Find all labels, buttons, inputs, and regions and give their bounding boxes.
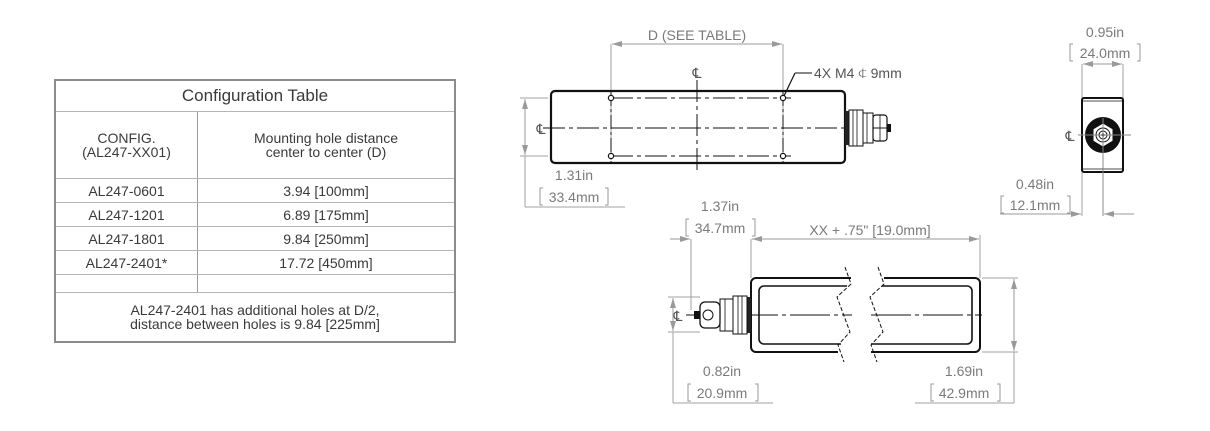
config-cell: AL247-1201: [56, 203, 198, 226]
hole-callout: 4X M4 ⍧ 9mm: [814, 65, 902, 81]
distance-cell: 9.84 [250mm]: [283, 230, 369, 247]
centerline-icon: ℄: [536, 121, 546, 137]
side-height-in: 1.69in: [945, 363, 983, 379]
end-view: 0.95in 24.0mm ℄ 0.48in 12.1mm: [1000, 24, 1141, 217]
mounting-hole: [607, 152, 615, 160]
distance-cell: 17.72 [450mm]: [279, 254, 373, 271]
top-height-in: 1.31in: [555, 167, 593, 183]
side-connector-len-mm: 34.7mm: [695, 220, 746, 236]
end-offset-mm: 12.1mm: [1010, 197, 1061, 213]
configuration-table: Configuration Table CONFIG. (AL247-XX01)…: [54, 79, 456, 343]
centerline-icon: ℄: [692, 65, 702, 81]
end-offset-in: 0.48in: [1016, 176, 1054, 192]
connector-icon: [694, 295, 751, 335]
column-header-config: CONFIG. (AL247-XX01): [56, 112, 198, 178]
side-height-mm: 42.9mm: [939, 385, 990, 401]
note-line-2: distance between holes is 9.84 [225mm]: [130, 316, 380, 332]
centerline-icon: ℄: [1065, 128, 1075, 144]
side-view: 1.37in 34.7mm XX + .75" [19.0mm]: [668, 198, 1018, 404]
note-line-1: AL247-2401 has additional holes at D/2,: [130, 302, 380, 318]
table-title: Configuration Table: [181, 86, 329, 105]
distance-header-sub: center to center (D): [265, 144, 387, 160]
d-dimension-label: D (SEE TABLE): [648, 27, 746, 43]
mounting-hole: [779, 94, 787, 102]
connector-icon: [845, 109, 891, 147]
table-row: AL247-1201 6.89 [175mm]: [56, 202, 454, 226]
config-cell: AL247-0601: [56, 179, 198, 202]
side-body-length: XX + .75" [19.0mm]: [809, 222, 930, 238]
table-row: AL247-1801 9.84 [250mm]: [56, 226, 454, 250]
config-header-sub: (AL247-XX01): [82, 144, 171, 160]
mounting-hole: [607, 94, 615, 102]
side-center-offset-in: 0.82in: [703, 363, 741, 379]
centerline-icon: ℄: [673, 308, 683, 324]
distance-cell: 6.89 [175mm]: [283, 206, 369, 223]
config-header-label: CONFIG.: [97, 130, 156, 146]
mounting-hole: [779, 152, 787, 160]
table-row-empty: [56, 274, 454, 292]
distance-header-label: Mounting hole distance: [254, 130, 398, 146]
column-header-distance: Mounting hole distance center to center …: [198, 112, 454, 178]
top-height-mm: 33.4mm: [549, 189, 600, 205]
table-row: AL247-2401* 17.72 [450mm]: [56, 250, 454, 274]
empty-cell: [56, 275, 198, 292]
end-width-in: 0.95in: [1086, 24, 1124, 40]
table-note: AL247-2401 has additional holes at D/2, …: [56, 293, 454, 341]
end-width-mm: 24.0mm: [1080, 45, 1131, 61]
top-view: D (SEE TABLE) 4X M4 ⍧ 9mm ℄ ℄: [520, 27, 902, 208]
config-cell: AL247-1801: [56, 227, 198, 250]
config-cell: AL247-2401*: [56, 251, 198, 274]
table-note-row: AL247-2401 has additional holes at D/2, …: [56, 292, 454, 341]
table-row: AL247-0601 3.94 [100mm]: [56, 178, 454, 202]
side-connector-len-in: 1.37in: [701, 198, 739, 214]
distance-cell: 3.94 [100mm]: [283, 182, 369, 199]
side-center-offset-mm: 20.9mm: [697, 385, 748, 401]
